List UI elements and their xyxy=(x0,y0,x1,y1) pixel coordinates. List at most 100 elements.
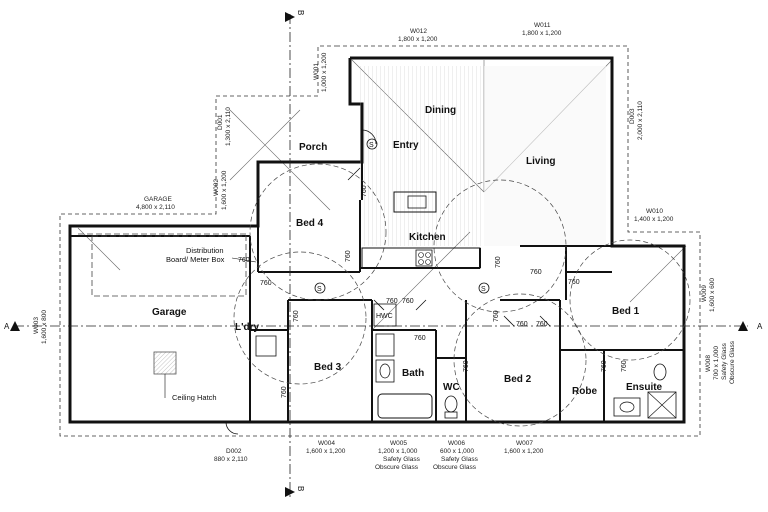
door-width-laundry-b: 760 xyxy=(281,386,288,398)
w002-size: 1,600 x 1,200 xyxy=(221,170,228,210)
d001-size: 1,300 x 2,110 xyxy=(225,107,232,146)
w005-id: W005 xyxy=(390,440,407,447)
bath-basin xyxy=(379,363,391,379)
w007-size: 1,600 x 1,200 xyxy=(504,448,544,455)
d001-id: D001 xyxy=(217,114,224,130)
room-label-robe: Robe xyxy=(572,386,597,397)
section-label-a-right: A xyxy=(757,322,763,331)
door-width-ensuite: 760 xyxy=(621,360,628,372)
room-label-bed2: Bed 2 xyxy=(504,374,532,385)
smoke-detector-s: S xyxy=(369,142,374,149)
door-width-bed2-a: 760 xyxy=(493,310,500,322)
ensuite-toilet xyxy=(653,363,667,381)
cooktop-ring xyxy=(418,252,424,258)
w001-id: W001 xyxy=(313,63,320,80)
smoke-detector-s: S xyxy=(317,286,322,293)
kitchen-island xyxy=(393,191,437,213)
kitchen-bench xyxy=(361,247,481,269)
ceiling-hatch-label: Ceiling Hatch xyxy=(172,393,217,402)
w005-note2: Obscure Glass xyxy=(375,464,419,471)
w006-size: 600 x 1,000 xyxy=(440,448,474,455)
w005-size: 1,200 x 1,000 xyxy=(378,448,418,455)
w008-note2: Obscure Glass xyxy=(729,340,736,384)
w004-id: W004 xyxy=(318,440,335,447)
door-width-bath: 760 xyxy=(536,321,548,328)
w006-note1: Safety Glass xyxy=(441,456,479,463)
living-floor xyxy=(484,66,606,246)
door-width-bed1-b: 760 xyxy=(568,279,580,286)
hwc-label: HWC xyxy=(376,313,393,320)
w002-id: W002 xyxy=(213,179,220,196)
wc-cistern xyxy=(444,411,458,419)
w008-size: 700 x 1,000 xyxy=(713,346,720,380)
cooktop-ring xyxy=(425,259,431,265)
ensuite-vanity xyxy=(613,397,641,417)
ceiling-hatch xyxy=(153,351,177,375)
door-width-hall-b: 760 xyxy=(402,298,414,305)
door-width-bed3: 760 xyxy=(238,257,250,264)
door-width-hall-a: 760 xyxy=(386,298,398,305)
section-label-a-left: A xyxy=(4,322,10,331)
smoke-detector-icon xyxy=(314,138,490,294)
w003-size: 1,600 x 800 xyxy=(41,310,48,344)
d002-size: 880 x 2,110 xyxy=(214,456,248,463)
cooktop xyxy=(415,249,433,267)
section-arrow-b-top xyxy=(285,12,295,22)
dining-floor xyxy=(360,66,484,246)
ensuite-basin xyxy=(619,401,635,413)
room-label-entry: Entry xyxy=(393,140,419,151)
w004-size: 1,600 x 1,200 xyxy=(306,448,346,455)
room-label-garage: Garage xyxy=(152,307,187,318)
room-label-kitchen: Kitchen xyxy=(409,232,446,243)
wc-toilet xyxy=(444,395,458,413)
w012-id: W012 xyxy=(410,28,427,35)
w008-note1: Safety Glass xyxy=(721,342,728,380)
room-label-bed3: Bed 3 xyxy=(314,362,342,373)
w011-size: 1,800 x 1,200 xyxy=(522,30,562,37)
w010-size: 1,400 x 1,200 xyxy=(634,216,674,223)
section-label-b-bottom: B xyxy=(296,486,305,491)
distribution-label-2: Board/ Meter Box xyxy=(166,255,225,264)
d003-id: D003 xyxy=(629,108,636,124)
kitchen-sink xyxy=(407,195,427,209)
room-label-wc: WC xyxy=(443,382,460,393)
door-width-kitchen: 760 xyxy=(495,256,502,268)
door-width-bed2-b: 760 xyxy=(516,321,528,328)
w012-size: 1,800 x 1,200 xyxy=(398,36,438,43)
room-label-dining: Dining xyxy=(425,105,456,116)
d002-id: D002 xyxy=(226,448,242,455)
door-width-garage-int: 760 xyxy=(260,280,272,287)
door-leaf-lines xyxy=(225,129,551,435)
room-label-porch: Porch xyxy=(299,142,327,153)
distribution-label-1: Distribution xyxy=(186,246,224,255)
w009-id: W009 xyxy=(701,285,708,302)
w001-size: 1,000 x 1,200 xyxy=(321,52,328,92)
garage-door-id: GARAGE xyxy=(144,196,172,203)
ensuite-shower-x xyxy=(647,391,677,419)
room-label-bath: Bath xyxy=(402,368,424,379)
section-label-b-top: B xyxy=(296,10,305,15)
smoke-detector-s: S xyxy=(481,286,486,293)
door-width-bed1-a: 760 xyxy=(530,269,542,276)
w005-note1: Safety Glass xyxy=(383,456,421,463)
room-label-laundry: L'dry xyxy=(235,322,259,333)
interior-walls xyxy=(70,104,684,422)
w011-id: W011 xyxy=(534,22,551,29)
w007-id: W007 xyxy=(516,440,533,447)
cooktop-ring xyxy=(425,252,431,258)
w010-id: W010 xyxy=(646,208,663,215)
room-label-bed4: Bed 4 xyxy=(296,218,324,229)
door-width-bed4: 760 xyxy=(345,250,352,262)
bathtub xyxy=(377,393,433,419)
cooktop-ring xyxy=(418,259,424,265)
ensuite-shower xyxy=(647,391,677,419)
room-label-bed1: Bed 1 xyxy=(612,306,640,317)
room-label-living: Living xyxy=(526,156,555,167)
roof-outline xyxy=(59,45,701,437)
section-arrow-b-bottom xyxy=(285,487,295,497)
garage-door-track xyxy=(91,235,247,297)
door-width-wc: 760 xyxy=(463,360,470,372)
section-arrow-a-right xyxy=(738,321,748,331)
door-width-entry: 760 xyxy=(361,185,368,197)
shower-tray xyxy=(375,333,395,357)
